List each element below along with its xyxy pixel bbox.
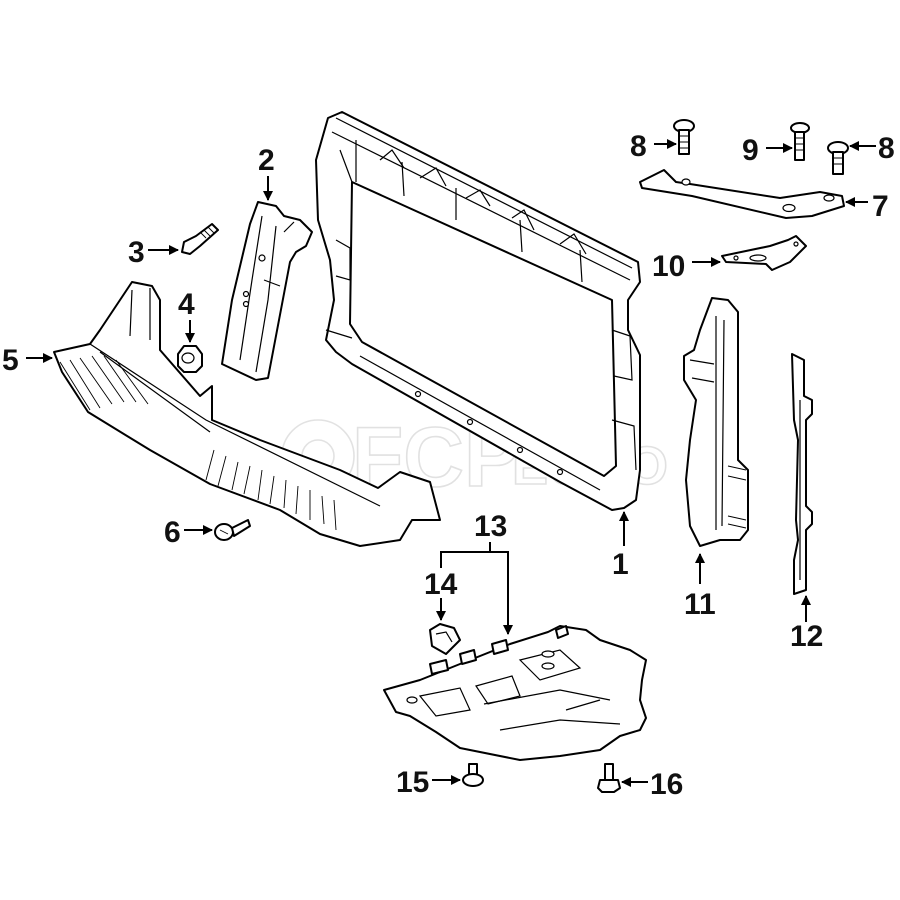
callout-1[interactable]: 1 [612, 511, 629, 581]
callout-12[interactable]: 12 [790, 595, 823, 653]
callout-label-8b: 8 [878, 132, 895, 165]
callout-label-12: 12 [790, 620, 823, 653]
callout-label-5: 5 [2, 344, 19, 377]
part-bolt-9[interactable] [790, 122, 810, 161]
part-upper-brace[interactable] [639, 169, 845, 219]
part-side-seal[interactable] [791, 353, 813, 595]
callout-8b[interactable]: 8 [849, 132, 895, 165]
callout-11[interactable]: 11 [684, 553, 716, 621]
callout-15[interactable]: 15 [396, 766, 461, 799]
callout-10[interactable]: 10 [652, 250, 721, 283]
part-bolt-15[interactable] [462, 763, 484, 787]
callout-label-4: 4 [178, 288, 195, 321]
callout-label-7: 7 [872, 190, 889, 223]
callout-label-6: 6 [164, 516, 181, 549]
part-lower-deflector[interactable] [53, 281, 441, 547]
callout-3[interactable]: 3 [128, 236, 179, 269]
callout-16[interactable]: 16 [621, 768, 683, 801]
callout-label-16: 16 [650, 768, 683, 801]
part-clip-14[interactable] [429, 623, 461, 655]
callout-label-13: 13 [474, 510, 507, 543]
part-bracket-10[interactable] [721, 235, 807, 271]
callout-label-2: 2 [258, 144, 275, 177]
callout-label-1: 1 [612, 548, 629, 581]
part-radiator-support[interactable] [315, 111, 641, 511]
callout-13[interactable]: 13 [440, 510, 513, 635]
part-bolt-8a[interactable] [673, 119, 695, 155]
callout-8a[interactable]: 8 [630, 130, 677, 163]
callout-6[interactable]: 6 [164, 516, 213, 549]
callout-label-3: 3 [128, 236, 145, 269]
part-bolt-3[interactable] [181, 223, 219, 255]
callout-label-9: 9 [742, 134, 759, 167]
part-screw-6[interactable] [214, 519, 251, 541]
callout-7[interactable]: 7 [845, 190, 889, 223]
callout-9[interactable]: 9 [742, 134, 793, 167]
part-side-bracket[interactable] [221, 201, 313, 381]
callout-14[interactable]: 14 [424, 568, 458, 621]
callout-label-14: 14 [424, 568, 458, 601]
callout-label-10: 10 [652, 250, 685, 283]
callout-label-8a: 8 [630, 130, 647, 163]
callout-label-11: 11 [684, 588, 716, 621]
callout-4[interactable]: 4 [178, 288, 195, 343]
part-splash-shield[interactable] [383, 625, 647, 761]
part-side-duct[interactable] [683, 297, 749, 547]
callout-label-15: 15 [396, 766, 429, 799]
part-bolt-8b[interactable] [827, 141, 849, 175]
part-nut-4[interactable] [177, 345, 203, 373]
part-bolt-16[interactable] [597, 763, 621, 793]
callout-5[interactable]: 5 [2, 344, 53, 377]
callout-2[interactable]: 2 [258, 144, 275, 201]
